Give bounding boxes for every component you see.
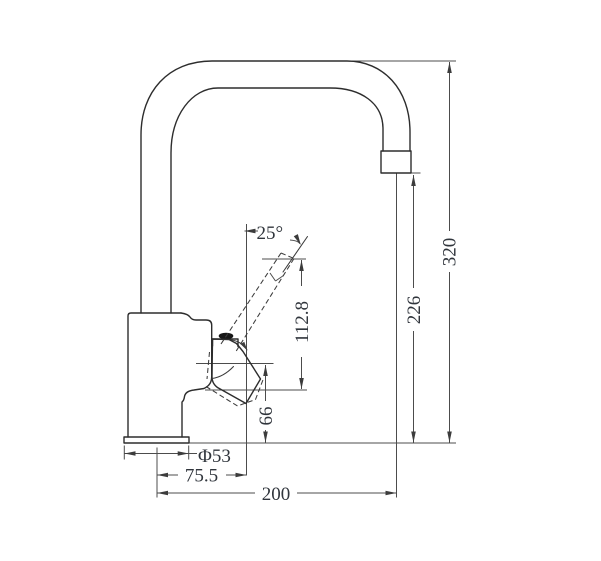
dim-overall-height: 320 — [440, 62, 461, 443]
handle-lever-raised-dashed — [220, 252, 295, 354]
dimension-label-handle-angle: 25° — [257, 223, 284, 244]
dim-outlet-height: 226 — [404, 172, 425, 443]
dim-base-diameter: Φ53 — [123, 445, 231, 467]
aerator — [380, 150, 412, 174]
dimension-annotations: 320 226 112.8 66 — [123, 60, 461, 505]
handle-body-inner-curve — [211, 365, 235, 380]
dimension-label-base-diameter: Φ53 — [198, 446, 231, 467]
rotation-arrow-icon — [240, 341, 248, 351]
spout-inner-profile — [170, 87, 384, 314]
handle-pivot-dashed — [206, 351, 211, 380]
dimension-label-deck-to-handle: 66 — [256, 407, 277, 426]
base-flange — [123, 436, 190, 444]
dimension-label-handle-travel: 112.8 — [292, 301, 313, 343]
dim-deck-to-handle: 66 — [196, 363, 277, 443]
dim-handle-reach: 75.5 — [157, 466, 247, 487]
spout-outer-profile — [140, 60, 411, 314]
dim-handle-angle: 25° — [244, 223, 309, 273]
faucet-outline — [123, 60, 412, 444]
perpendicular-mark — [269, 272, 284, 282]
dimension-label-outlet-height: 226 — [404, 296, 425, 325]
dimension-label-handle-reach: 75.5 — [185, 466, 218, 487]
body-left-profile — [127, 312, 182, 438]
dimension-label-overall-height: 320 — [440, 238, 461, 267]
dimension-label-spout-reach: 200 — [262, 484, 291, 505]
dim-spout-reach: 200 — [157, 484, 397, 505]
handle-assembly — [205, 252, 295, 407]
handle-lowered-dashed — [205, 378, 264, 407]
handle-body-closed — [211, 338, 262, 405]
dim-handle-travel: 112.8 — [205, 258, 313, 391]
lever-axis-extension-line — [282, 235, 309, 273]
body-right-profile — [180, 312, 213, 438]
